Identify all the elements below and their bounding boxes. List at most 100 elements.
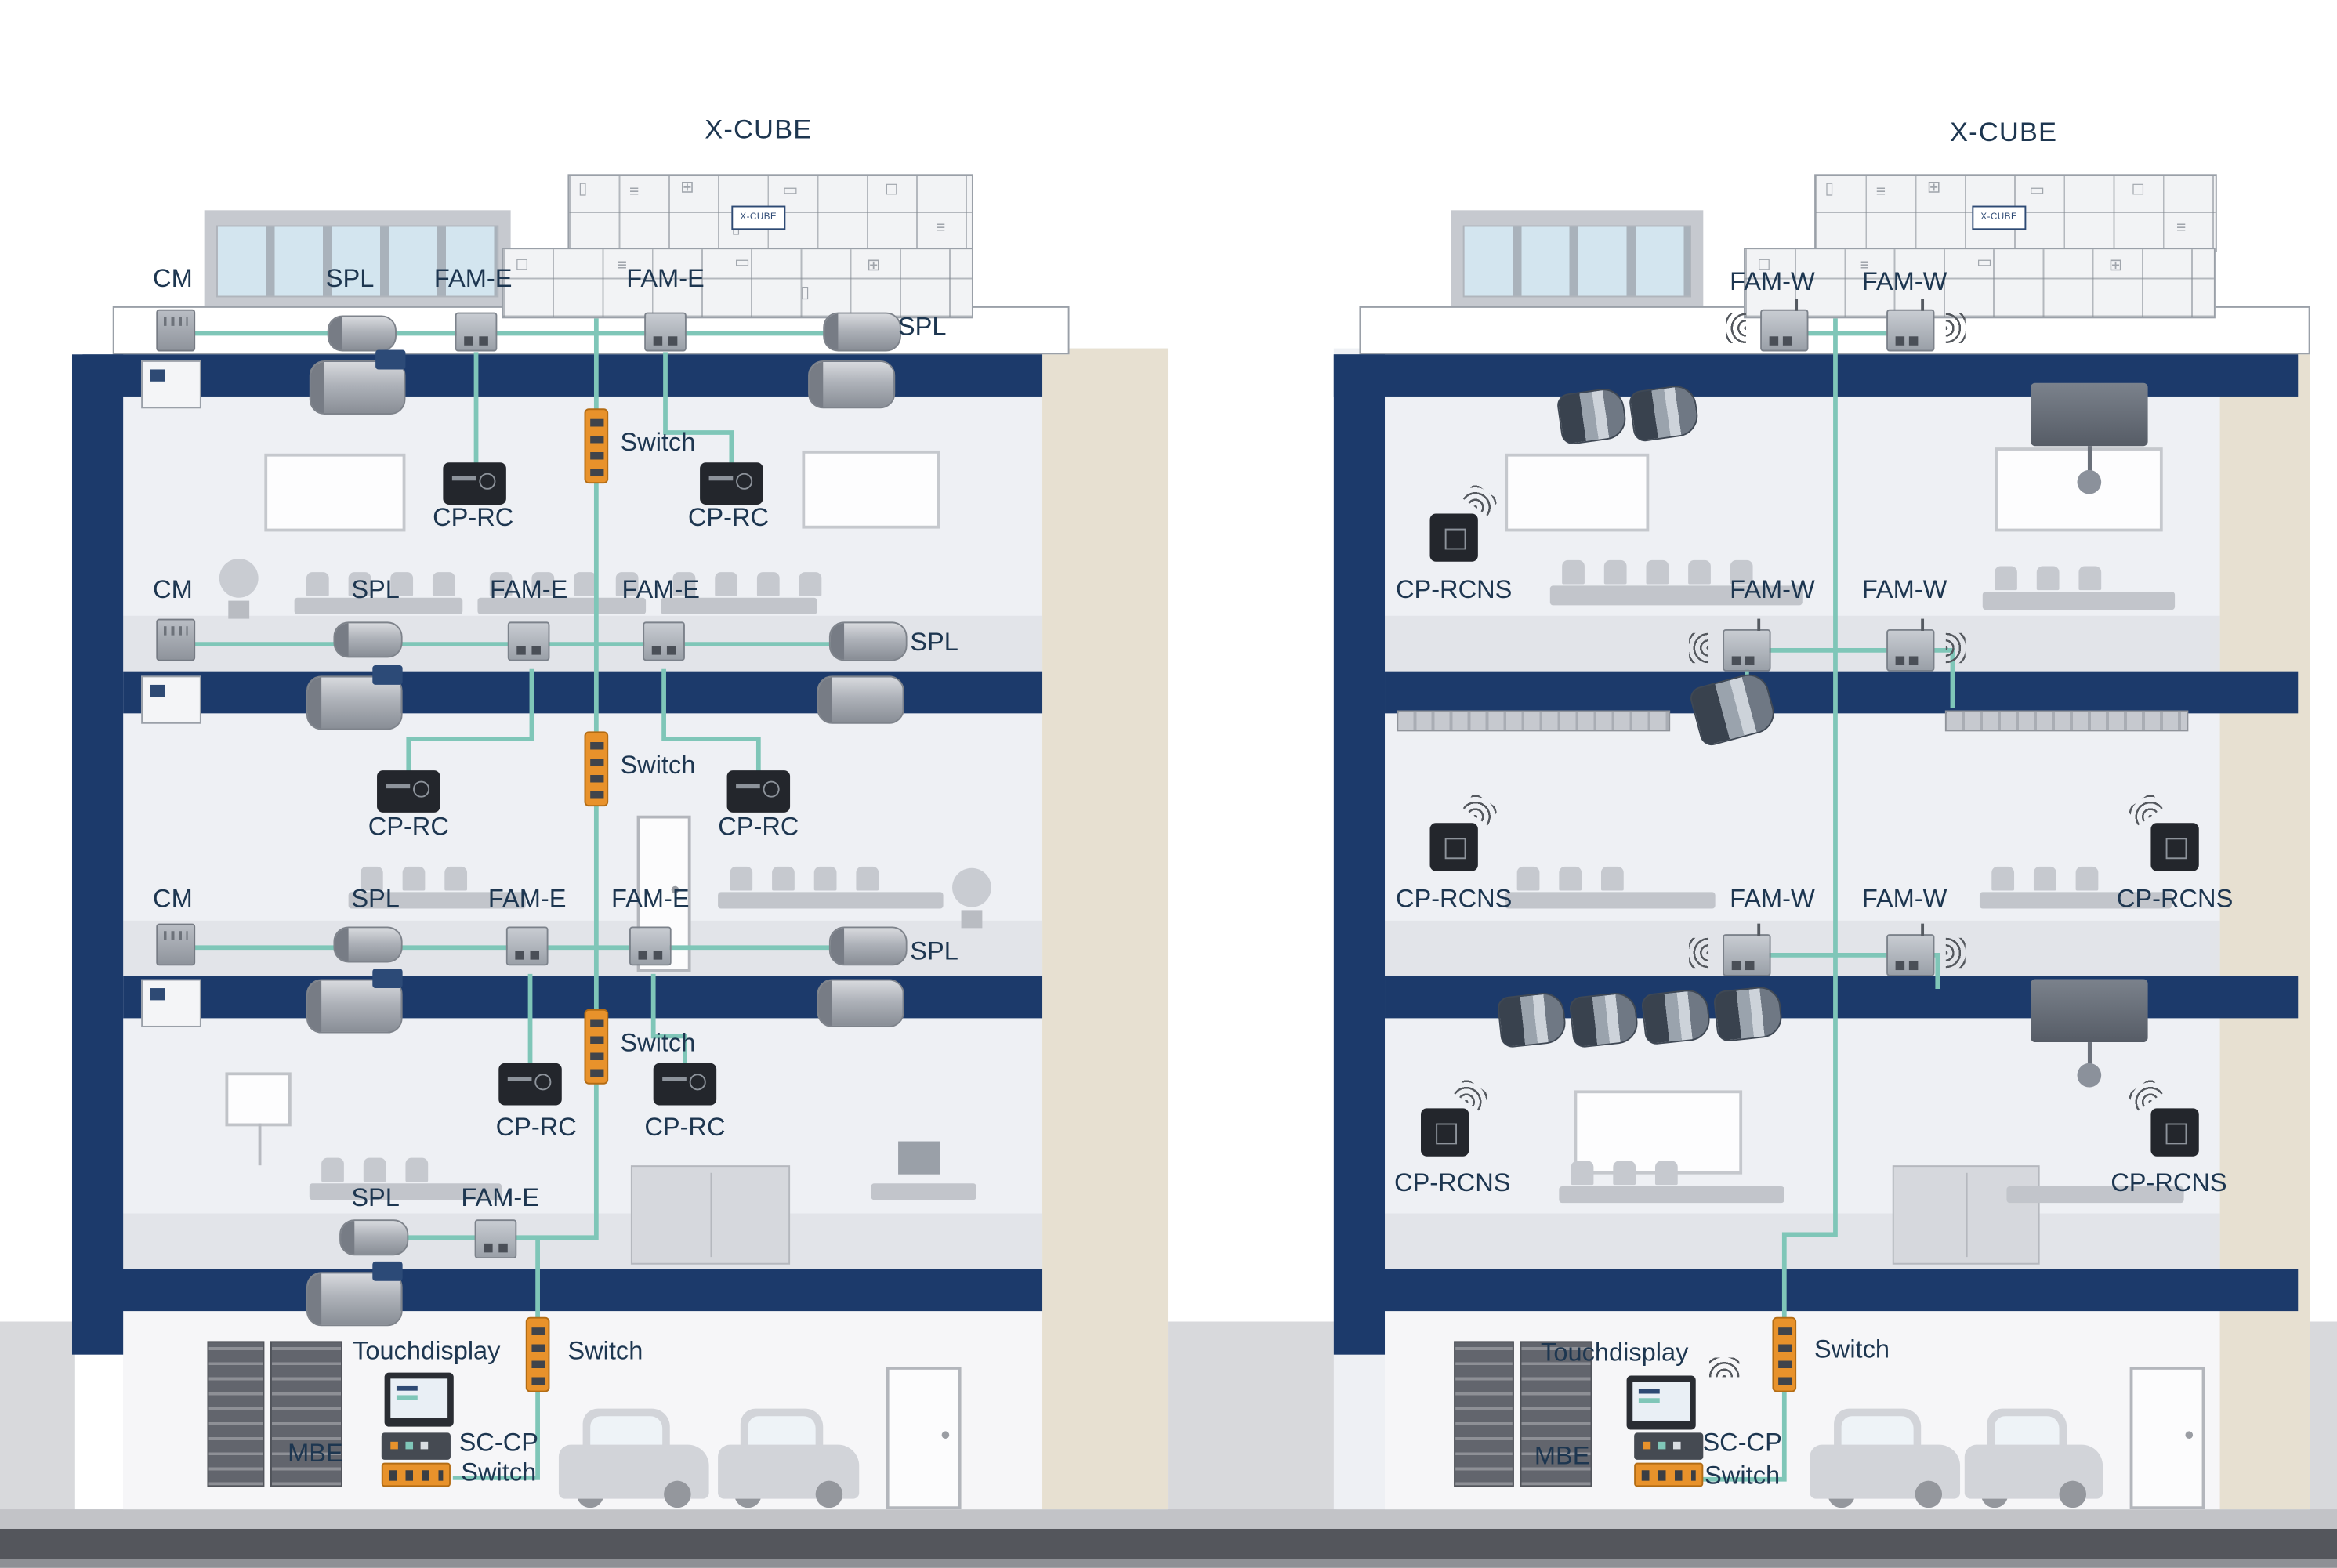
cm-unit	[156, 923, 196, 966]
car	[558, 1394, 709, 1508]
fam-w-module	[1886, 618, 1935, 672]
xcube-module-icon: ≡	[935, 219, 946, 237]
chair	[856, 866, 879, 891]
spl-silencer	[828, 621, 908, 661]
chair	[1991, 866, 2015, 891]
xcube-module-icon: ▭	[782, 181, 799, 200]
table	[477, 597, 647, 614]
car	[718, 1394, 860, 1508]
chair	[321, 1157, 344, 1182]
chair	[813, 866, 837, 891]
linear-diffuser	[1397, 710, 1671, 732]
chair	[2075, 866, 2099, 891]
left-column	[71, 354, 124, 1355]
left-xcube-title: X-CUBE	[705, 114, 813, 144]
ceiling-unit	[2031, 979, 2148, 1043]
ceiling-unit	[2031, 382, 2148, 447]
linear-diffuser	[1944, 710, 2189, 732]
wireless-signal-icon	[1689, 937, 1709, 969]
label-touchdisplay: Touchdisplay	[1541, 1338, 1689, 1367]
chair	[1559, 866, 1582, 891]
fan-motor	[372, 969, 403, 989]
label-spl: SPL	[351, 884, 400, 914]
fam-e-module	[507, 621, 550, 661]
wireless-signal-icon	[1689, 632, 1709, 664]
server-rack	[207, 1341, 265, 1487]
chair	[799, 572, 822, 596]
label-fam-e: FAM-E	[433, 264, 513, 293]
chair	[2036, 566, 2060, 591]
wireless-signal-icon	[1945, 313, 1966, 343]
label-cp-rcns: CP-RCNS	[2111, 1168, 2227, 1197]
chair	[1571, 1161, 1594, 1186]
chair	[306, 572, 329, 596]
sc-cp-switch	[1634, 1462, 1704, 1487]
spl-silencer	[333, 926, 403, 963]
right-slab-2	[1385, 671, 2299, 714]
wireless-signal-icon	[1945, 632, 1966, 664]
label-fam-e: FAM-E	[489, 575, 568, 604]
label-fam-e: FAM-E	[461, 1183, 539, 1212]
teal-cable-path	[173, 215, 1975, 1482]
label-mbe: MBE	[1534, 1441, 1590, 1471]
right-xcube-logo: X-CUBE	[1972, 205, 2027, 230]
chair	[444, 866, 468, 891]
xcube-module-icon: ▯	[1824, 179, 1835, 198]
control-cabinet	[141, 675, 201, 724]
xcube-module-icon: ≡	[617, 256, 627, 275]
xcube-module-icon: ≡	[1859, 256, 1869, 275]
label-fam-w: FAM-W	[1861, 884, 1948, 914]
wall-screen	[802, 450, 940, 529]
label-spl: SPL	[351, 1183, 400, 1212]
fam-e-module	[474, 1219, 517, 1259]
left-ceiling-void-3	[123, 1213, 1043, 1269]
cp-rcns-panel	[1429, 513, 1478, 562]
label-fam-e: FAM-E	[611, 884, 690, 914]
label-spl: SPL	[897, 312, 947, 342]
spl-silencer	[823, 312, 901, 352]
right-column	[1333, 354, 1386, 1355]
xcube-module-icon: ▯	[800, 284, 810, 302]
spl-silencer	[828, 926, 908, 966]
jet-nozzle-diffuser	[1496, 990, 1568, 1049]
left-xcube-unit-lower: ◻ ≡ ▭ ⊞ ▯	[502, 248, 973, 319]
table	[309, 1183, 502, 1200]
wireless-signal-icon	[1726, 313, 1746, 343]
plant	[219, 558, 259, 619]
label-cp-rcns: CP-RCNS	[1394, 1168, 1511, 1197]
table	[1549, 585, 1803, 606]
label-cp-rc: CP-RC	[687, 503, 770, 532]
cp-rc-panel	[443, 462, 506, 505]
right-building-side-wall	[2219, 348, 2310, 1510]
label-switch: Switch	[620, 428, 696, 457]
table	[718, 892, 944, 909]
label-mbe: MBE	[288, 1439, 343, 1468]
wireless-signal-icon	[1708, 1357, 1740, 1378]
chair	[390, 572, 414, 596]
cabinet	[630, 1165, 791, 1265]
label-spl: SPL	[325, 264, 375, 293]
label-cm: CM	[153, 884, 193, 914]
ground-right	[2310, 1321, 2337, 1517]
label-sc-cp: SC-CP	[458, 1428, 538, 1458]
left-penthouse-windows	[216, 225, 499, 298]
chair	[405, 1157, 429, 1182]
label-fam-w: FAM-W	[1730, 575, 1815, 604]
fam-w-module	[1886, 923, 1935, 976]
network-switch	[584, 1009, 609, 1085]
cp-rcns-panel	[1429, 823, 1478, 871]
xcube-module-icon: ▭	[2029, 181, 2045, 200]
whiteboard	[1505, 453, 1650, 532]
label-spl: SPL	[351, 575, 400, 604]
label-cp-rc: CP-RC	[495, 1113, 577, 1142]
ground-left	[0, 1321, 75, 1517]
label-cp-rcns: CP-RCNS	[1395, 575, 1513, 604]
chair	[1995, 566, 2017, 591]
plant	[952, 867, 991, 929]
cp-rc-panel	[377, 770, 440, 813]
xcube-module-icon: ≡	[2176, 219, 2187, 237]
fam-w-module	[1886, 299, 1935, 352]
label-fam-w: FAM-W	[1730, 884, 1815, 914]
chair	[2078, 566, 2102, 591]
